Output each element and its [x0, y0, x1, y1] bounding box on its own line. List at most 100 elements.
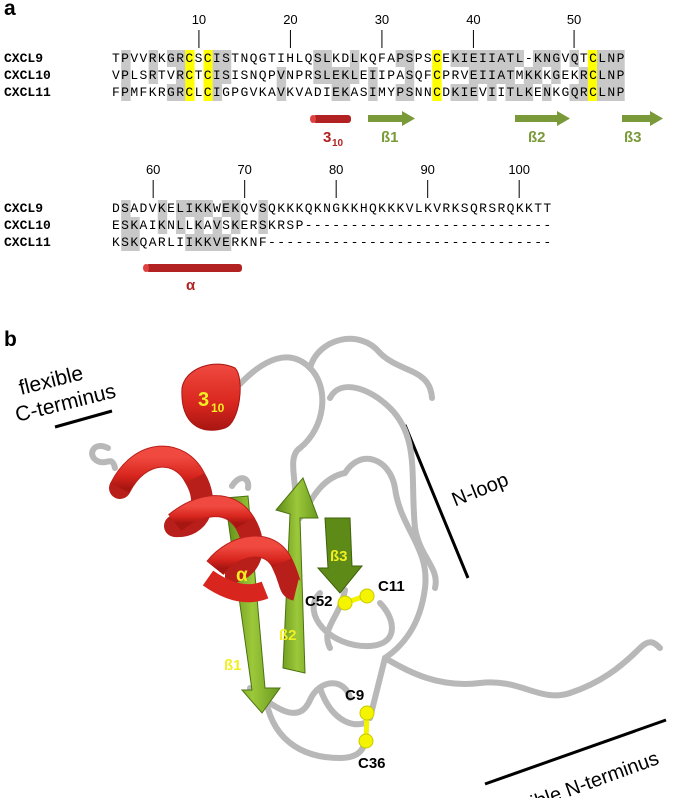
- residue-shade: [569, 84, 579, 101]
- sequence-text: FPMFKRGRCLCIGPGVKAVKVADIEKASIMYPSNNCDKIE…: [112, 85, 625, 100]
- label-b3: ß3: [330, 548, 348, 565]
- residue-shade: [212, 67, 223, 84]
- residue-shade: [569, 50, 579, 67]
- residue-shade: [148, 50, 159, 67]
- residue-shade: [615, 50, 625, 67]
- label-alpha: α: [236, 565, 248, 586]
- residue-shade: [606, 84, 616, 101]
- residue-shade: [514, 50, 525, 67]
- residue-shade: [615, 67, 625, 84]
- residue-shade: [166, 50, 177, 67]
- residue-shade: [157, 217, 168, 234]
- residue-shade: [505, 84, 515, 101]
- residue-shade: [578, 67, 589, 84]
- label-b1: ß1: [224, 657, 242, 674]
- residue-shade: [203, 84, 213, 101]
- residue-shade: [203, 67, 213, 84]
- residue-shade: [587, 67, 598, 84]
- residue-shade: [194, 234, 204, 251]
- position-tick-label: 60: [146, 162, 160, 177]
- residue-shade: [514, 84, 525, 101]
- sequence-text: KSKQARLIIKKVERKNF-----------------------…: [112, 235, 551, 250]
- residue-shade: [468, 50, 479, 67]
- position-tick-label: 40: [466, 12, 480, 27]
- residue-shade: [230, 200, 241, 217]
- residue-shade: [276, 67, 287, 84]
- panel-b-label: b: [4, 328, 17, 351]
- residue-shade: [459, 50, 470, 67]
- position-tick-label: 80: [329, 162, 343, 177]
- ss-beta1: ß1: [368, 111, 415, 146]
- residue-shade: [542, 50, 552, 67]
- position-tick-label: 90: [420, 162, 434, 177]
- sequence-name: CXCL11: [4, 85, 51, 100]
- sequence-text: DSADVKELIKKWEKQVSQKKKQKNGKKHQKKKVLKVRKSQ…: [112, 201, 551, 216]
- ss-alpha-label: α: [186, 277, 196, 294]
- residue-shade: [130, 234, 140, 251]
- residue-shade: [395, 84, 406, 101]
- position-tick-label: 10: [192, 12, 206, 27]
- residue-shade: [505, 50, 515, 67]
- panel-a-label: a: [4, 0, 16, 20]
- residue-shade: [542, 84, 552, 101]
- residue-shade: [468, 84, 479, 101]
- residue-shade: [203, 200, 213, 217]
- residue-shade: [578, 84, 589, 101]
- ss-310-sub: 10: [332, 138, 344, 149]
- residue-shade: [276, 84, 287, 101]
- c-terminus-line: [54, 409, 113, 429]
- strand-b3: [316, 517, 364, 594]
- residue-shade: [185, 67, 195, 84]
- residue-shade: [212, 84, 223, 101]
- residue-shade: [487, 50, 497, 67]
- sequence-text: VPLSRTVRCTCISISNQPVNPRSLEKLEIIPASQFCPRVE…: [112, 68, 625, 83]
- residue-shade: [185, 234, 195, 251]
- position-tick-label: 30: [375, 12, 389, 27]
- residue-shade: [203, 234, 213, 251]
- label-c11: C11: [378, 578, 405, 595]
- label-c52: C52: [305, 593, 333, 610]
- residue-shade: [551, 50, 561, 67]
- label-b2: ß2: [279, 627, 297, 644]
- residue-shade: [176, 67, 186, 84]
- helix-310: [181, 363, 241, 431]
- residue-shade: [432, 50, 442, 67]
- residue-shade: [121, 84, 131, 101]
- ss-b1-label: ß1: [381, 129, 399, 146]
- residue-shade: [148, 67, 159, 84]
- residue-shade: [615, 84, 625, 101]
- residue-shade: [404, 67, 415, 84]
- residue-shade: [487, 84, 497, 101]
- n-terminus-line: [484, 718, 667, 786]
- sequence-text: ESKAIKNLLKAVSKERSKRSP-------------------…: [112, 218, 551, 233]
- residue-shade: [322, 67, 332, 84]
- residue-shade: [432, 67, 442, 84]
- residue-shade: [185, 50, 195, 67]
- residue-shade: [322, 50, 332, 67]
- residue-shade: [212, 50, 223, 67]
- residue-shade: [258, 200, 268, 217]
- residue-shade: [121, 200, 131, 217]
- ss-b2-label: ß2: [528, 129, 546, 146]
- ss-beta3: ß3: [622, 111, 663, 146]
- residue-shade: [121, 217, 131, 234]
- residue-shade: [395, 50, 406, 67]
- residue-shade: [176, 217, 186, 234]
- residue-shade: [496, 50, 506, 67]
- disulfide-c52-c11: [337, 588, 375, 611]
- residue-shade: [523, 67, 534, 84]
- residue-shade: [404, 84, 415, 101]
- residue-shade: [596, 50, 607, 67]
- ss-alpha-helix: α: [143, 264, 242, 294]
- residue-shade: [340, 67, 351, 84]
- residue-shade: [349, 67, 360, 84]
- residue-shade: [606, 50, 616, 67]
- residue-shade: [176, 84, 186, 101]
- residue-shade: [459, 84, 470, 101]
- residue-shade: [487, 67, 497, 84]
- residue-shade: [404, 50, 415, 67]
- label-flexible-n-terminus: flexible N-terminus: [499, 748, 662, 798]
- residue-shade: [532, 67, 543, 84]
- residue-shade: [221, 200, 232, 217]
